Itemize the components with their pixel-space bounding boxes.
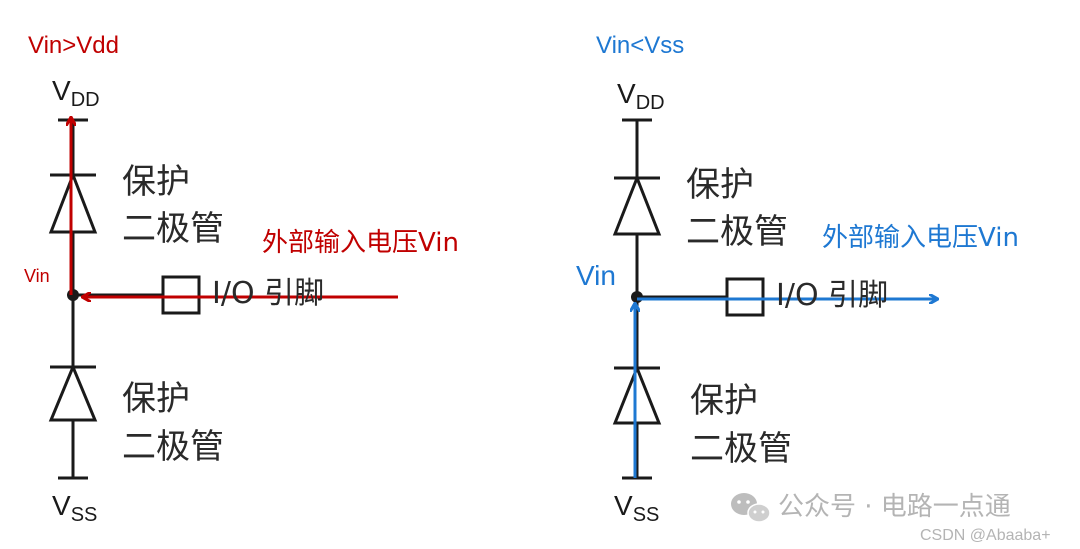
io-pin-label: I/O 引脚 — [212, 276, 324, 311]
node-vin-label: Vin — [24, 266, 50, 286]
watermark: 公众号 · 电路一点通 CSDN @Abaaba+ — [731, 492, 1051, 544]
top-diode-label-line2: 二极管 — [686, 212, 788, 252]
bottom-protection-diode — [48, 363, 98, 422]
left-circuit: Vin>Vdd VDD VSS 保护 二极管 保护 二极管 I/O 引脚 Vin… — [24, 32, 459, 526]
bottom-diode-label-line2: 二极管 — [690, 429, 792, 469]
node-vin-label: Vin — [576, 260, 616, 291]
io-pad — [725, 277, 765, 317]
top-protection-diode — [48, 170, 98, 234]
input-voltage-label: 外部输入电压Vin — [822, 223, 1019, 253]
vss-label: VSS — [52, 490, 97, 526]
io-pad — [161, 275, 201, 315]
bottom-diode-label-line1: 保护 — [690, 381, 758, 421]
top-diode-label-line2: 二极管 — [122, 209, 224, 249]
io-pin-label: I/O 引脚 — [776, 278, 888, 313]
bottom-diode-label-line1: 保护 — [122, 379, 190, 419]
junction-dot — [67, 289, 79, 301]
watermark-channel: 公众号 · 电路一点通 — [778, 492, 1011, 522]
watermark-credit: CSDN @Abaaba+ — [920, 527, 1051, 544]
condition-label: Vin<Vss — [596, 32, 684, 59]
vdd-label: VDD — [617, 78, 665, 114]
top-protection-diode — [612, 173, 662, 236]
bottom-protection-diode — [612, 363, 662, 425]
junction-dot — [631, 291, 643, 303]
wechat-icon — [731, 493, 771, 523]
bottom-diode-label-line2: 二极管 — [122, 427, 224, 467]
top-diode-label-line1: 保护 — [122, 162, 190, 202]
input-voltage-label: 外部输入电压Vin — [262, 228, 459, 258]
vss-label: VSS — [614, 490, 659, 526]
vdd-label: VDD — [52, 75, 100, 111]
right-circuit: Vin<Vss VDD VSS 保护 二极管 保护 二极管 I/O 引脚 Vin… — [576, 32, 1019, 526]
condition-label: Vin>Vdd — [28, 32, 119, 59]
top-diode-label-line1: 保护 — [686, 165, 754, 205]
